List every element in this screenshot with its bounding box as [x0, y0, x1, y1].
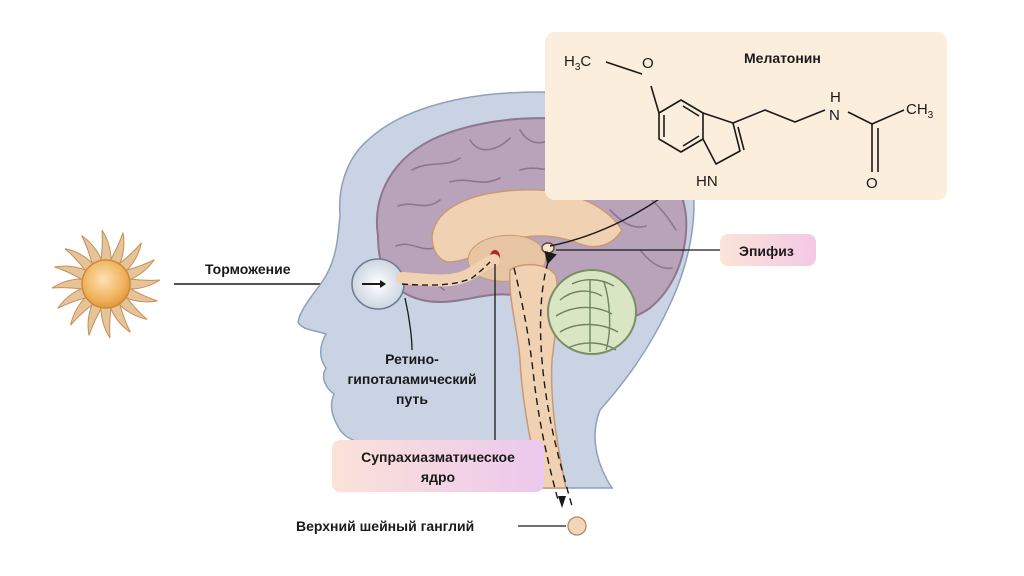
- descending-arrowhead: [558, 496, 566, 508]
- cerebellum: [547, 269, 637, 355]
- sun-ray: [87, 303, 103, 336]
- retino-leader-line: [404, 297, 413, 351]
- scn-label-line1: Супрахиазматическое: [361, 449, 515, 465]
- scn-label-box: [332, 440, 544, 492]
- sun-ray: [51, 278, 83, 290]
- sun-ray: [118, 296, 148, 320]
- ganglion-label: Верхний шейный ганглий: [296, 518, 474, 534]
- melatonin-panel: [545, 32, 947, 200]
- sun-ray: [129, 278, 161, 290]
- sun-ray: [81, 235, 103, 265]
- inhibition-label: Торможение: [205, 261, 291, 277]
- acetyl-methyl: CH3: [906, 101, 934, 121]
- retino-label-line2: гипоталамический: [347, 371, 476, 387]
- sun-ray: [64, 248, 94, 272]
- descending-pathway-left: [513, 267, 559, 501]
- sun-ray: [100, 307, 112, 339]
- ether-oxygen: O: [642, 55, 654, 72]
- sun-ray: [118, 242, 142, 272]
- sun-ray: [109, 303, 131, 333]
- retinohypothalamic-path-dashed: [401, 261, 491, 286]
- amide-nitrogen: N: [829, 107, 840, 124]
- sun-icon: [51, 229, 161, 339]
- sun-ray: [100, 229, 112, 261]
- methyl-h: H3C: [564, 53, 591, 73]
- retino-label-line1: Ретино-: [385, 351, 439, 367]
- sun-ray: [125, 287, 158, 303]
- melatonin-title: Мелатонин: [744, 50, 821, 66]
- pineal-label-box: [720, 234, 816, 266]
- retinohypothalamic-tract: [396, 254, 500, 287]
- pineal-gland: [541, 242, 555, 254]
- indole-nh: HN: [696, 173, 718, 190]
- sun-ray: [109, 232, 125, 265]
- superior-cervical-ganglion: [567, 516, 587, 536]
- sun-ray: [57, 287, 87, 309]
- sun-ray: [125, 259, 155, 281]
- sun-ray: [54, 265, 87, 281]
- amide-hydrogen: H: [830, 89, 841, 106]
- eye-icon: [351, 258, 405, 310]
- sun-ray: [70, 296, 94, 326]
- carbonyl-oxygen: O: [866, 175, 878, 192]
- pineal-label: Эпифиз: [739, 243, 794, 259]
- scn-label-line2: ядро: [421, 469, 455, 485]
- melatonin-structure: [605, 61, 905, 172]
- retino-label-line3: путь: [396, 391, 428, 407]
